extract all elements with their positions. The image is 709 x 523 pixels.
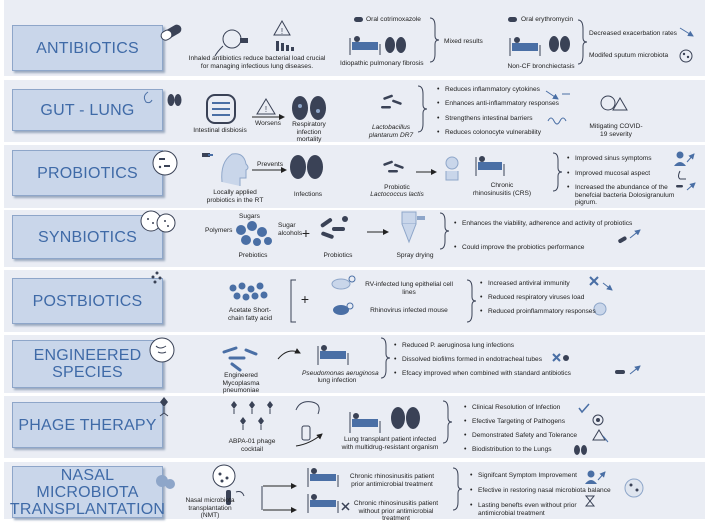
label-postbiotics: POSTBIOTICS (12, 278, 163, 324)
label-gut-lung: GUT - LUNG (12, 89, 163, 131)
ipf-label: Idiopathic pulmonary fibrosis (340, 60, 424, 67)
probiotics-point-2: Improved mucosal aspect (567, 170, 650, 178)
engineered-point-2: Dissolved biofilms formed in endotrachea… (394, 356, 542, 364)
postbiotics-point-3: Reduced proinflammatory responses (480, 308, 596, 316)
mixed-results-label: Mixed results (444, 38, 483, 45)
label-phage-therapy: PHAGE THERAPY (12, 402, 163, 448)
label-antibiotics: ANTIBIOTICS (12, 25, 163, 71)
worsens-label: Worsens (255, 120, 281, 127)
phage-point-1: Clinical Resolution of Infection (464, 404, 560, 412)
prevents-label: Prevents (256, 161, 284, 168)
engineered-point-1: Reduced P. aeruginosa lung infections (394, 342, 514, 350)
gut-lung-point-2: Enhances anti-inflammatory responses (437, 100, 559, 108)
locally-applied-label: Locally applied probiotics in the RT (206, 189, 264, 204)
inhaled-antibiotics-caption: Inhaled antibiotics reduce bacterial loa… (188, 55, 326, 70)
probiotics-point-1: Improved sinus symptoms (567, 155, 652, 163)
acetate-label: Acetate Short-chain fatty acid (228, 307, 272, 322)
nmt-point-3: Lasting benefts even without prior antim… (470, 502, 578, 517)
label-probiotics: PROBIOTICS (12, 150, 163, 196)
phage-point-2: Efective Targeting of Pathogens (464, 418, 565, 426)
probiotics-point-3: Increased the abundance of the benefcial… (567, 184, 675, 207)
nmt-label: Nasal microbiota transplantation (NMT) (185, 497, 235, 520)
postbiotics-point-2: Reduced respiratory viruses load (480, 294, 584, 302)
oral-cotrimoxazole-label: Oral cotrimoxazole (366, 16, 421, 23)
phage-point-4: Biodistribution to the Lungs (464, 446, 552, 454)
gut-lung-point-1: Reduces inflammatory cytokines (437, 86, 540, 94)
sugars-label: Sugars (239, 213, 260, 220)
engineered-point-3: Efcacy improved when combined with stand… (394, 370, 571, 378)
infections-label: Infections (293, 191, 323, 198)
phage-point-3: Demonstrated Safety and Tolerance (464, 432, 577, 440)
gut-lung-point-3: Strengthens intestinal barriers (437, 115, 533, 123)
crs-label: Chronic rhinosinusitis (CRS) (472, 182, 532, 197)
rhinovirus-mouse-label: Rhinovirus infected mouse (370, 307, 448, 314)
label-nasal-microbiota-transplantation: NASAL MICROBIOTA TRANSPLANTATION (9, 466, 166, 518)
synbiotics-point-2: Could improve the probiotics performance (454, 244, 584, 252)
gut-lung-point-4: Reduces colonocyte vulnerability (437, 129, 541, 137)
non-cf-bronchiectasis-label: Non-CF bronchiectasis (507, 63, 575, 70)
probiotics-label: Probiotics (323, 252, 353, 259)
respiratory-mortality-label: Respiratory infection mortality (292, 121, 326, 144)
label-synbiotics: SYNBIOTICS (12, 215, 163, 259)
nmt-point-1: Signifcant Symptom Improvement (470, 472, 577, 480)
abpa-cocktail-label: ABPA-01 phage cocktail (228, 438, 276, 453)
sugar-alcohols-label: Sugar alcohols (278, 222, 303, 237)
polymers-label: Polymers (205, 227, 233, 234)
prebiotics-label: Prebiotics (238, 252, 268, 259)
label-engineered-species: ENGINEERED SPECIES (12, 340, 163, 388)
lung-infection-label: lung infection (317, 377, 357, 384)
lactobacillus-label: Lactobacillus plantarum DR7 (368, 124, 414, 139)
crs-without-label: Chronic rhinosinusitis patient without p… (353, 500, 439, 523)
pseudomonas-label: Pseudomonas aeruginosa (302, 370, 379, 377)
intestinal-disbiosis-label: Intestinal disbiosis (193, 127, 247, 134)
postbiotics-point-1: Increased antiviral immunity (480, 280, 570, 288)
decreased-exacerbation-label: Decreased exacerbation rates (589, 30, 677, 37)
engineered-mycoplasma-label: Engineered Mycoplasma pneumoniae (222, 372, 260, 395)
probiotic-label: Probiotic (384, 184, 410, 191)
spray-drying-label: Spray drying (396, 252, 434, 259)
lung-transplant-label: Lung transplant patient infected with mu… (341, 436, 439, 451)
mitigating-covid-label: Mitigating COVID-19 severity (589, 123, 643, 138)
plus-sign: + (301, 225, 311, 241)
plus-sign: + (300, 291, 310, 307)
crs-prior-label: Chronic rhinosinusitis patient prior ant… (349, 473, 435, 488)
oral-erythromycin-label: Oral erythromycin (521, 16, 574, 23)
lactococcus-label: Lactococcus lactis (370, 191, 424, 198)
rv-cell-lines-label: RV-infected lung epithelial cell lines (365, 281, 453, 296)
modified-sputum-label: Modifed sputum microbiota (589, 52, 669, 59)
synbiotics-point-1: Enhances the viability, adherence and ac… (454, 220, 640, 228)
nmt-point-2: Efective in restoring nasal microbiota b… (470, 487, 611, 495)
